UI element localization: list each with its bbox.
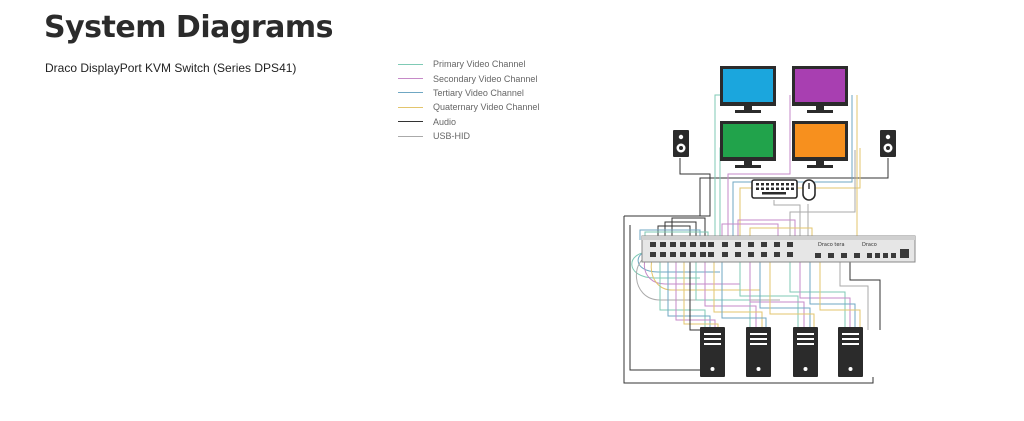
legend-swatch [398, 92, 423, 94]
audio-cable [664, 221, 697, 240]
primary-video-cable [719, 147, 721, 236]
monitor-icon [792, 121, 848, 168]
monitor-icon [720, 121, 776, 168]
kvm-switch-icon: Draco tera Draco [641, 235, 916, 263]
tertiary-video-cable [721, 262, 767, 328]
legend-item-audio: Audio [398, 115, 539, 129]
secondary-video-cable [799, 262, 851, 328]
tertiary-video-cable [809, 262, 856, 328]
secondary-video-cable [727, 95, 791, 236]
legend-swatch [398, 78, 423, 80]
speaker-icon [673, 130, 689, 157]
legend-label: Tertiary Video Channel [433, 87, 524, 98]
legend-label: Quaternary Video Channel [433, 102, 540, 113]
legend-swatch [398, 63, 423, 65]
audio-cable [849, 262, 881, 330]
audio-cable [689, 262, 700, 331]
computer-tower-icon [838, 327, 863, 377]
audio-cable [699, 158, 889, 216]
legend-item-quaternary-video: Quaternary Video Channel [398, 100, 539, 114]
tertiary-video-cable [667, 262, 711, 330]
usb-hid-cable [773, 200, 801, 236]
legend-item-primary-video: Primary Video Channel [398, 57, 539, 71]
computer-tower-icon [700, 327, 725, 377]
monitor-icon [792, 66, 848, 113]
audio-cable [629, 225, 700, 371]
page-title: System Diagrams [44, 10, 333, 45]
secondary-video-cable [737, 219, 796, 240]
secondary-video-cable [704, 262, 757, 328]
quaternary-video-cable [713, 262, 763, 328]
legend-label: USB-HID [433, 131, 471, 142]
tertiary-video-cable [639, 229, 701, 240]
quaternary-video-cable [749, 227, 813, 242]
monitor-icon [720, 66, 776, 113]
secondary-video-cable [675, 262, 716, 330]
legend-swatch [398, 106, 423, 108]
legend-swatch [398, 135, 423, 137]
page-subtitle: Draco DisplayPort KVM Switch (Series DPS… [45, 61, 297, 75]
primary-video-cable [739, 262, 799, 328]
quaternary-video-cable [819, 262, 861, 328]
audio-cable [623, 216, 874, 384]
audio-cable [671, 217, 706, 240]
legend-item-tertiary-video: Tertiary Video Channel [398, 86, 539, 100]
switch-model-label: Draco [862, 242, 877, 248]
legend-label: Audio [433, 116, 457, 127]
secondary-video-cable [721, 223, 779, 240]
legend-item-secondary-video: Secondary Video Channel [398, 71, 539, 85]
speaker-icon [880, 130, 896, 157]
primary-video-cable [714, 94, 720, 236]
switch-brand-label: Draco tera [818, 242, 845, 248]
secondary-video-cable [749, 262, 805, 328]
audio-cable [624, 158, 711, 217]
legend-swatch [398, 121, 423, 123]
usb-hid-cable [839, 262, 869, 330]
legend-item-usb-hid: USB-HID [398, 129, 539, 143]
legend: Primary Video Channel Secondary Video Ch… [398, 57, 539, 143]
quaternary-video-cable [769, 262, 815, 328]
tertiary-video-cable [759, 262, 811, 328]
primary-video-cable [695, 262, 751, 328]
legend-label: Secondary Video Channel [433, 73, 538, 84]
keyboard-icon [751, 179, 798, 199]
legend-label: Primary Video Channel [433, 59, 526, 70]
mouse-icon [802, 179, 816, 201]
computer-tower-icon [793, 327, 818, 377]
quaternary-video-cable [739, 148, 861, 236]
audio-cable [657, 225, 691, 240]
computer-tower-icon [746, 327, 771, 377]
usb-hid-cable [789, 150, 856, 236]
